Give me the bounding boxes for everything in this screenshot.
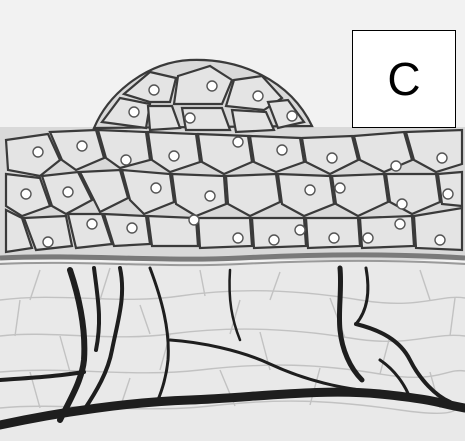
panel-label-box: C [352, 30, 456, 128]
nucleus [363, 233, 373, 243]
epithelial-cells [6, 130, 462, 252]
nucleus [149, 85, 159, 95]
nucleus [63, 187, 73, 197]
nucleus [151, 183, 161, 193]
nucleus [43, 237, 53, 247]
nucleus [395, 219, 405, 229]
nucleus [87, 219, 97, 229]
nucleus [277, 145, 287, 155]
nucleus [397, 199, 407, 209]
nucleus [207, 81, 217, 91]
nucleus [185, 113, 195, 123]
nucleus [295, 225, 305, 235]
nucleus [443, 189, 453, 199]
nucleus [435, 235, 445, 245]
nucleus [305, 185, 315, 195]
nucleus [269, 235, 279, 245]
nucleus [437, 153, 447, 163]
nucleus [121, 155, 131, 165]
nucleus [253, 91, 263, 101]
nucleus [233, 233, 243, 243]
nucleus [33, 147, 43, 157]
nucleus [77, 141, 87, 151]
nucleus [327, 153, 337, 163]
nucleus [233, 137, 243, 147]
nucleus [189, 215, 199, 225]
nucleus [329, 233, 339, 243]
nucleus [21, 189, 31, 199]
panel-label: C [387, 56, 420, 102]
nucleus [287, 111, 297, 121]
nucleus [335, 183, 345, 193]
nucleus [129, 107, 139, 117]
nucleus [391, 161, 401, 171]
nucleus [205, 191, 215, 201]
nucleus [127, 223, 137, 233]
nucleus [169, 151, 179, 161]
